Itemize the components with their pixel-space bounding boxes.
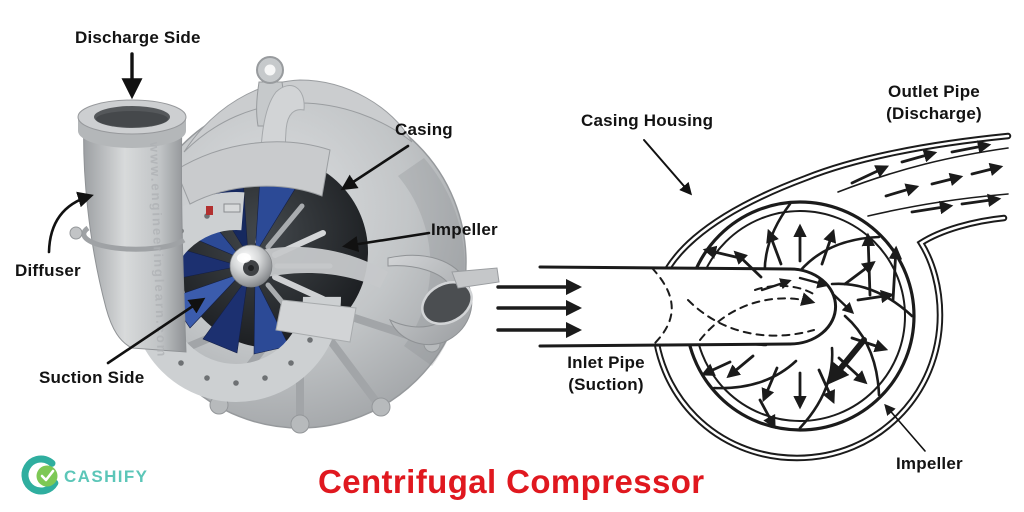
label-casing-housing: Casing Housing (581, 111, 714, 130)
eyelet-hole (264, 64, 276, 76)
logo-check-circle-icon (36, 465, 58, 487)
pipe-opening-shadow (96, 111, 168, 127)
diffuser-arrow (47, 191, 94, 254)
inlet-pipe-nose (788, 267, 838, 346)
label-inlet-pipe: Inlet Pipe (Suction) (556, 352, 656, 396)
cut-face-upper (175, 141, 331, 205)
label-diffuser: Diffuser (15, 261, 81, 280)
label-suction-side: Suction Side (39, 368, 145, 387)
horn-bracket (451, 267, 500, 289)
cashify-logo: CASHIFY (21, 455, 148, 495)
big-flow-arrow (827, 337, 867, 385)
label-outlet-pipe: Outlet Pipe (Discharge) (872, 81, 996, 125)
eye-flow-arrows (760, 276, 855, 314)
discharge-pipe-body (83, 115, 187, 353)
outlet-flow-arrows (850, 140, 1004, 215)
impeller-left-arrow (342, 231, 431, 253)
impeller-right-arrow (884, 403, 926, 452)
label-discharge-side: Discharge Side (75, 28, 201, 47)
pipe-collar (81, 225, 186, 252)
page-title: Centrifugal Compressor (318, 463, 705, 500)
clamp-fitting (223, 203, 241, 213)
label-outlet-pipe-line1: Outlet Pipe (888, 82, 980, 101)
inlet-pipe-fill (540, 267, 837, 346)
cut-face-lower (275, 299, 357, 343)
inlet-flow-arrows (496, 278, 583, 339)
pipe-flange-side (78, 117, 186, 148)
suction-side-arrow (106, 297, 206, 365)
volute-casing-inner-white (652, 134, 1010, 460)
label-impeller-left: Impeller (431, 220, 498, 239)
inlet-pipe-bottom-edge (538, 342, 792, 348)
flow-schematic (496, 132, 1012, 462)
horn-opening (421, 281, 473, 325)
logo-wordmark: CASHIFY (64, 467, 148, 486)
label-outlet-pipe-line2: (Discharge) (886, 104, 982, 124)
casing-housing-arrow (643, 139, 693, 196)
outlet-flow-line-2 (867, 193, 1009, 217)
shaft-cone (252, 246, 388, 288)
label-casing: Casing (395, 120, 453, 139)
impeller-flow-arrows (700, 223, 903, 429)
label-inlet-pipe-line2: (Suction) (568, 375, 644, 395)
pipe-nub (69, 226, 83, 240)
label-impeller-right: Impeller (896, 454, 963, 473)
hub-highlight (237, 253, 251, 263)
hub-center (248, 265, 254, 271)
compressor-3d-render: www.engineeringlearn.com (69, 56, 500, 434)
logo-c-ring-icon (21, 455, 61, 495)
logo-check-mark-icon (40, 469, 55, 482)
red-fitting (206, 206, 213, 215)
inlet-pipe-top-edge (538, 265, 792, 271)
label-inlet-pipe-line1: Inlet Pipe (567, 353, 645, 372)
label-leader-arrows (47, 52, 926, 452)
casing-arrow (340, 144, 410, 191)
